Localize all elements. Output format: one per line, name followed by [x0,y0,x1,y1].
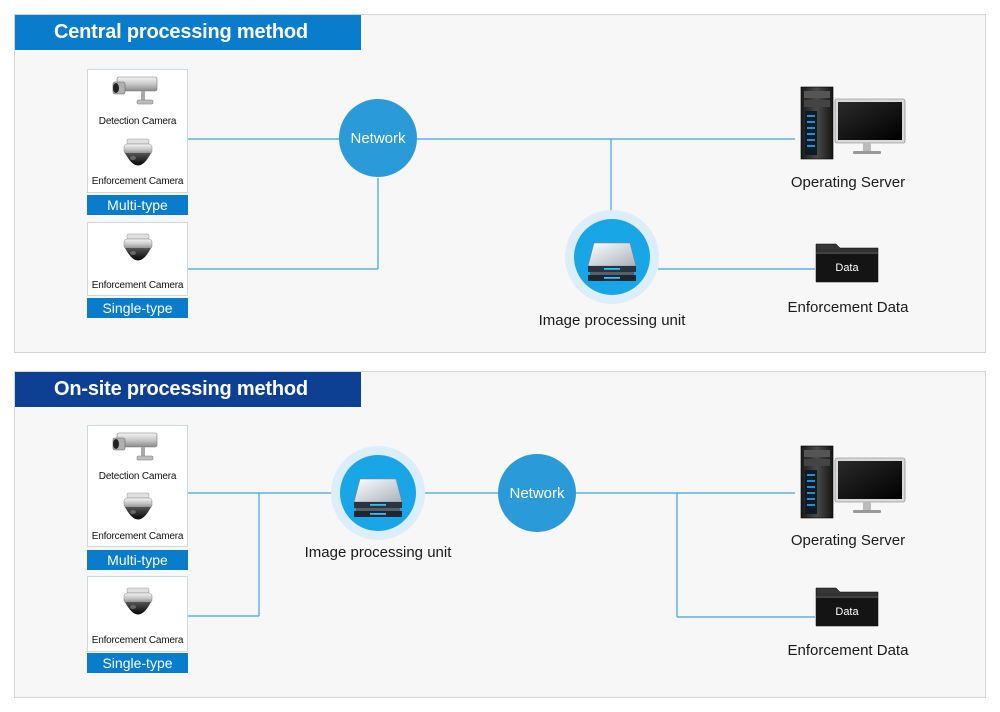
enforcement-data-label: Enforcement Data [787,299,909,316]
multi-type-label: Multi-type [87,550,188,570]
server-monitor-icon [797,85,909,161]
panel-title: Central processing method [15,15,361,50]
network-node: Network [339,99,417,177]
image-processing-unit-label: Image processing unit [538,312,686,329]
operating-server-label: Operating Server [790,532,906,549]
central-processing-panel: Central processing method Detection Came… [14,14,986,353]
multi-type-label: Multi-type [87,195,188,215]
panel-title: On-site processing method [15,372,361,407]
single-type-camera-box: Enforcement Camera [87,576,188,652]
box-camera-icon [111,430,163,466]
enforcement-camera-label: Enforcement Camera [91,176,184,187]
image-processing-unit-node [565,210,659,304]
network-label: Network [350,129,406,147]
operating-server-label: Operating Server [790,174,906,191]
detection-camera-label: Detection Camera [98,116,177,127]
box-camera-icon [111,74,163,110]
dome-camera-icon [121,492,155,528]
dome-camera-icon [121,587,155,623]
multi-type-camera-box: Detection Camera Enforcement Camera [87,69,188,193]
dome-camera-icon [121,138,155,174]
network-label: Network [509,484,565,502]
image-processing-unit-label: Image processing unit [304,544,452,561]
enforcement-camera-label: Enforcement Camera [91,635,184,646]
processing-device-icon [574,219,650,295]
folder-icon: Data [814,584,880,628]
network-node: Network [498,454,576,532]
enforcement-camera-label: Enforcement Camera [91,280,184,291]
dome-camera-icon [121,233,155,269]
detection-camera-label: Detection Camera [98,471,177,482]
processing-device-icon [340,455,416,531]
enforcement-camera-label: Enforcement Camera [91,531,184,542]
multi-type-camera-box: Detection Camera Enforcement Camera [87,425,188,547]
single-type-label: Single-type [87,653,188,673]
folder-icon: Data [814,240,880,284]
single-type-camera-box: Enforcement Camera [87,222,188,296]
folder-text: Data [835,606,859,618]
single-type-label: Single-type [87,298,188,318]
folder-text: Data [835,262,859,274]
server-monitor-icon [797,444,909,520]
on-site-processing-panel: On-site processing method Detection Came… [14,371,986,698]
image-processing-unit-node [331,446,425,540]
enforcement-data-label: Enforcement Data [787,642,909,659]
